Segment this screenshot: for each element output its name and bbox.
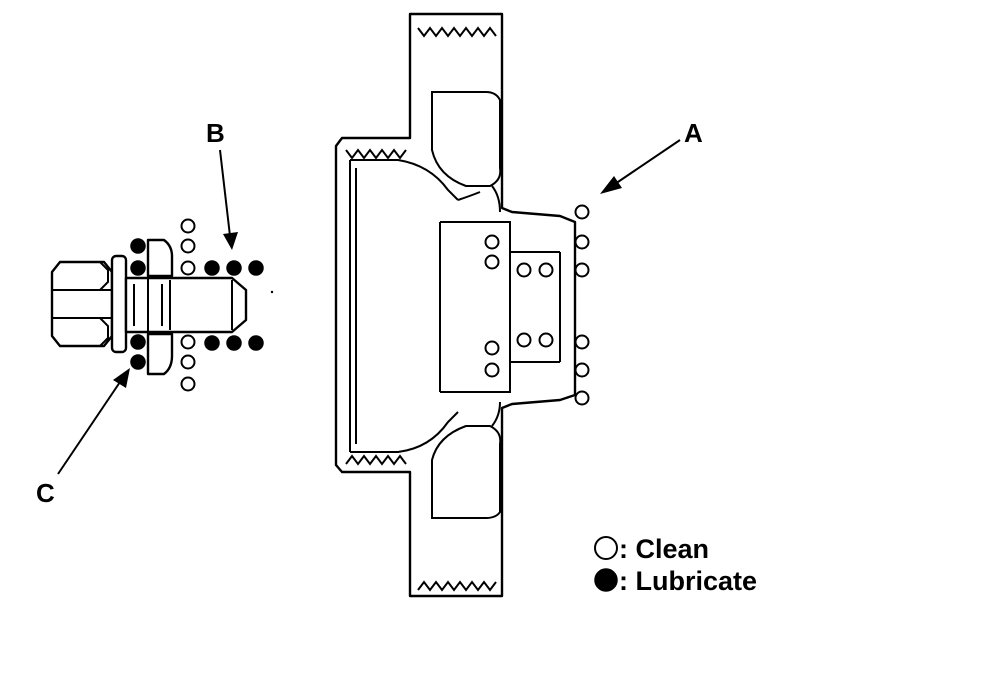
pulley-bolt [50, 254, 248, 354]
callout-label-b: B [206, 118, 225, 148]
callout-arrow-b [219, 149, 238, 250]
legend: : Clean : Lubricate [594, 534, 757, 596]
clean-marks [180, 204, 590, 406]
speck [270, 290, 274, 294]
legend-lubricate-symbol [594, 568, 618, 592]
callout-label-a: A [684, 118, 703, 148]
lubricate-marks [130, 238, 264, 370]
legend-lubricate-label: : Lubricate [619, 566, 757, 596]
callout-arrow-a [600, 139, 681, 194]
callout-label-c: C [36, 478, 55, 508]
legend-clean-label: : Clean [619, 534, 709, 564]
crankshaft-pulley [334, 12, 577, 598]
bolt-washer [146, 238, 174, 376]
callout-arrow-c [57, 368, 130, 475]
legend-clean-symbol [594, 536, 618, 560]
